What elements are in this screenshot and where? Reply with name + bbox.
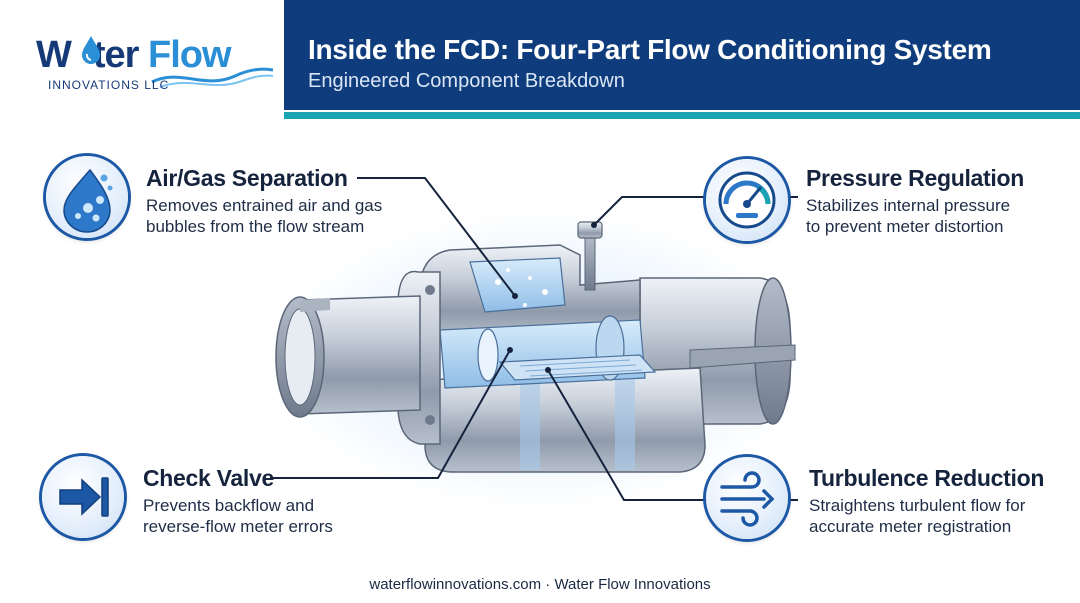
footer-website: waterflowinnovations.com · Water Flow In… (369, 576, 711, 593)
pressure-description-line2: to prevent meter distortion (806, 217, 1004, 236)
leader-dots (507, 222, 597, 373)
check-valve-description-line2: reverse-flow meter errors (143, 517, 333, 536)
air-gas-description-line1: Removes entrained air and gas (146, 196, 383, 215)
page-title: Inside the FCD: Four-Part Flow Condition… (308, 34, 992, 65)
arrow-to-bar-icon (42, 456, 124, 538)
air-gas-title: Air/Gas Separation (146, 165, 348, 191)
logo-subtitle: INNOVATIONS LLC (48, 78, 170, 92)
check-valve-title: Check Valve (143, 465, 274, 491)
pressure-title: Pressure Regulation (806, 165, 1024, 191)
leader-air-gas (357, 177, 516, 297)
page-subtitle: Engineered Component Breakdown (308, 70, 625, 92)
leader-check-valve (270, 349, 511, 479)
pressure-gauge-icon (706, 159, 788, 241)
logo-water-drop-icon (82, 36, 100, 64)
air-gas-description-line2: bubbles from the flow stream (146, 217, 365, 236)
turbulence-title: Turbulence Reduction (809, 465, 1045, 491)
pressure-description-line1: Stabilizes internal pressure (806, 196, 1011, 215)
upper-chamber (419, 244, 641, 341)
logo-wave-icon (151, 67, 274, 88)
main-body (424, 367, 706, 473)
turbulence-description-line1: Straightens turbulent flow for (809, 496, 1026, 515)
inlet-pipe (275, 295, 421, 418)
turbulence-straightener (498, 354, 657, 381)
turbulence-description-line2: accurate meter registration (809, 517, 1012, 536)
header-banner: Inside the FCD: Four-Part Flow Condition… (284, 0, 1080, 110)
check-valve-description-line1: Prevents backflow and (143, 496, 315, 515)
header-accent-stripe (284, 112, 1080, 119)
wind-flow-icon (706, 457, 788, 539)
water-drop-bubbles-icon (46, 156, 128, 238)
